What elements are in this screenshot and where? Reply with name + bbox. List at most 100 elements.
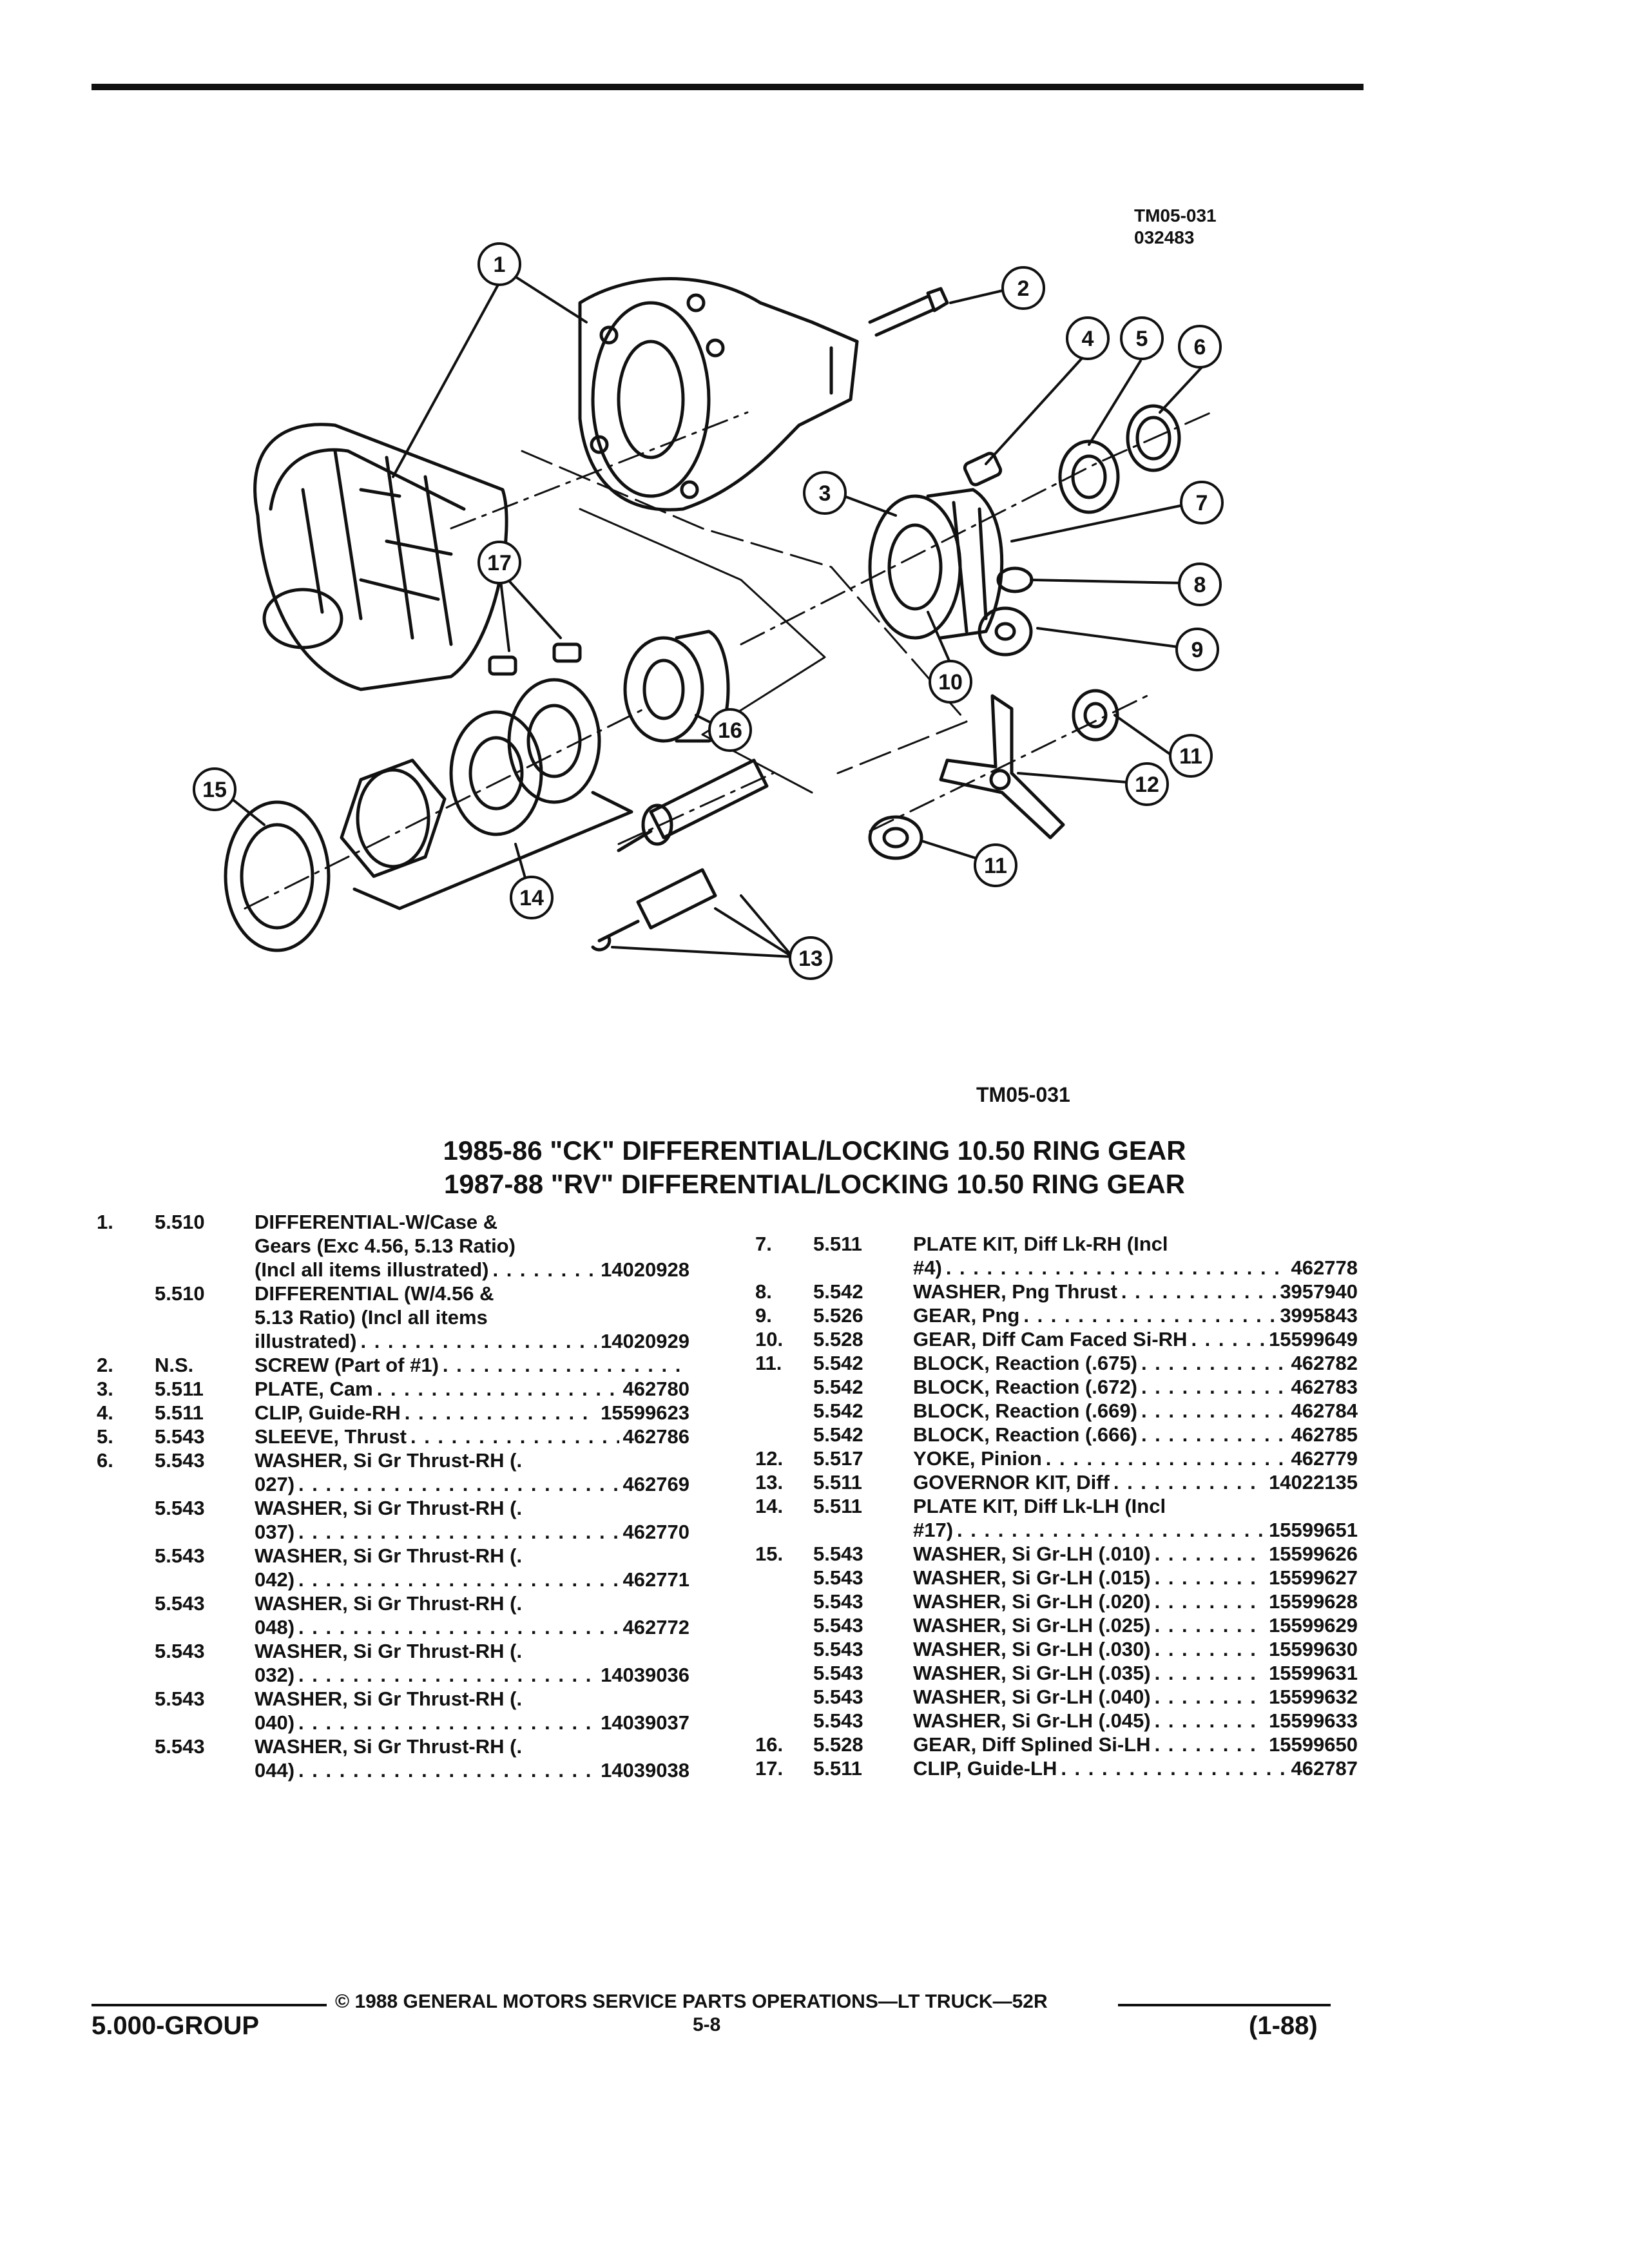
description-line: 044)14039038	[255, 1758, 689, 1782]
description-line: 5.13 Ratio) (Incl all items	[255, 1305, 689, 1329]
item-description: BLOCK, Reaction (.666)462785	[913, 1423, 1358, 1446]
figure-code-top: TM05-031 032483	[1134, 205, 1217, 249]
item-description: CLIP, Guide-RH15599623	[255, 1401, 689, 1425]
item-number: 13.	[755, 1471, 784, 1494]
description-line: 027)462769	[255, 1472, 689, 1496]
svg-text:15: 15	[202, 778, 227, 802]
part-number: 15599632	[1269, 1686, 1358, 1708]
description-text: 040)	[255, 1711, 295, 1734]
group-number: 5.511	[813, 1495, 862, 1517]
group-number: 5.510	[155, 1211, 205, 1233]
description-text: 044)	[255, 1759, 295, 1782]
item-number: 5.	[97, 1425, 113, 1448]
description-text: #4)	[913, 1256, 942, 1279]
item-description: WASHER, Si Gr-LH (.010)15599626	[913, 1542, 1358, 1566]
callout-1: 1	[477, 242, 521, 286]
leader-dots	[298, 1711, 597, 1735]
part-number: 462772	[622, 1616, 689, 1639]
description-text: WASHER, Si Gr-LH (.020)	[913, 1590, 1151, 1613]
description-line: #4)462778	[913, 1256, 1358, 1280]
parts-list-row: 5.543 WASHER, Si Gr-LH (.020) 15599628	[755, 1590, 1358, 1613]
item-description: WASHER, Si Gr-LH (.030)15599630	[913, 1637, 1358, 1661]
reaction-block-lower	[868, 815, 923, 860]
clip-rh	[963, 452, 1003, 486]
case-half-left	[253, 423, 508, 691]
description-line: PLATE KIT, Diff Lk-LH (Incl	[913, 1494, 1358, 1518]
description-line: 032)14039036	[255, 1663, 689, 1687]
description-line: Gears (Exc 4.56, 5.13 Ratio)	[255, 1234, 689, 1258]
callout-2: 2	[1001, 266, 1045, 310]
part-number: 462770	[622, 1521, 689, 1543]
part-number: 15599627	[1269, 1566, 1358, 1589]
callout-17: 17	[477, 541, 521, 584]
item-number: 3.	[97, 1378, 113, 1400]
item-description: DIFFERENTIAL (W/4.56 &5.13 Ratio) (Incl …	[255, 1282, 689, 1353]
item-description: BLOCK, Reaction (.675)462782	[913, 1351, 1358, 1375]
svg-text:8: 8	[1194, 573, 1206, 597]
group-number: 5.542	[813, 1376, 863, 1398]
item-description: PLATE KIT, Diff Lk-LH (Incl#17)15599651	[913, 1494, 1358, 1542]
group-number: 5.543	[813, 1590, 863, 1613]
item-description: DIFFERENTIAL-W/Case &Gears (Exc 4.56, 5.…	[255, 1210, 689, 1282]
description-text: 5.13 Ratio) (Incl all items	[255, 1306, 488, 1329]
clip-lh	[488, 642, 582, 676]
callout-16: 16	[708, 708, 752, 752]
footer-rule-right	[1118, 2004, 1331, 2006]
parts-list-row: 2.N.S.SCREW (Part of #1)	[97, 1353, 689, 1377]
group-number: 5.543	[155, 1449, 205, 1472]
description-text: BLOCK, Reaction (.675)	[913, 1352, 1137, 1374]
svg-text:11: 11	[1179, 744, 1202, 769]
leader-dots	[298, 1472, 619, 1496]
description-line: DIFFERENTIAL-W/Case &	[255, 1210, 689, 1234]
description-text: WASHER, Si Gr-LH (.040)	[913, 1686, 1151, 1708]
item-description: WASHER, Si Gr Thrust-RH (.037) 462770	[255, 1496, 689, 1544]
group-number: 5.510	[155, 1282, 205, 1305]
group-number: 5.528	[813, 1733, 863, 1756]
part-number: 15599628	[1269, 1590, 1358, 1613]
leader-dots	[1155, 1661, 1265, 1685]
pinion-yoke	[939, 694, 1065, 840]
item-description: WASHER, Si Gr Thrust-RH (.032)14039036	[255, 1639, 689, 1687]
description-line: WASHER, Si Gr Thrust-RH (.	[255, 1591, 689, 1615]
part-number: 15599626	[1269, 1542, 1358, 1565]
leader-dots	[410, 1425, 619, 1448]
item-description: PLATE KIT, Diff Lk-RH (Incl#4)462778	[913, 1232, 1358, 1280]
leader-lines	[231, 269, 1203, 958]
description-text: 042)	[255, 1568, 295, 1591]
figure-code-bottom: TM05-031	[976, 1083, 1070, 1106]
callout-13: 13	[789, 936, 833, 980]
parts-list-row: 5.510 DIFFERENTIAL (W/4.56 &5.13 Ratio) (…	[97, 1282, 689, 1353]
footer-copyright: © 1988 GENERAL MOTORS SERVICE PARTS OPER…	[335, 1991, 1048, 2012]
leader-dots	[298, 1568, 619, 1591]
description-line: WASHER, Si Gr-LH (.025)15599629	[913, 1613, 1358, 1637]
footer-group-label: 5.000-GROUP	[92, 2012, 260, 2040]
description-line: SCREW (Part of #1)	[255, 1353, 689, 1377]
group-number: 5.528	[813, 1328, 863, 1350]
description-line: 042)462771	[255, 1568, 689, 1591]
group-number: 5.543	[813, 1542, 863, 1565]
svg-text:9: 9	[1191, 638, 1204, 662]
description-text: WASHER, Si Gr Thrust-RH (.	[255, 1497, 523, 1519]
group-number: 5.542	[813, 1280, 863, 1303]
description-text: WASHER, Si Gr Thrust-RH (.	[255, 1449, 523, 1472]
item-description: GEAR, Diff Cam Faced Si-RH15599649	[913, 1327, 1358, 1351]
description-text: 037)	[255, 1521, 295, 1543]
description-line: CLIP, Guide-RH15599623	[255, 1401, 689, 1425]
description-line: GEAR, Diff Cam Faced Si-RH15599649	[913, 1327, 1358, 1351]
description-text: CLIP, Guide-LH	[913, 1757, 1057, 1780]
leader-dots	[492, 1258, 597, 1282]
item-number: 4.	[97, 1401, 113, 1424]
figure-code-label: TM05-031	[1134, 206, 1217, 226]
svg-text:4: 4	[1082, 327, 1094, 351]
